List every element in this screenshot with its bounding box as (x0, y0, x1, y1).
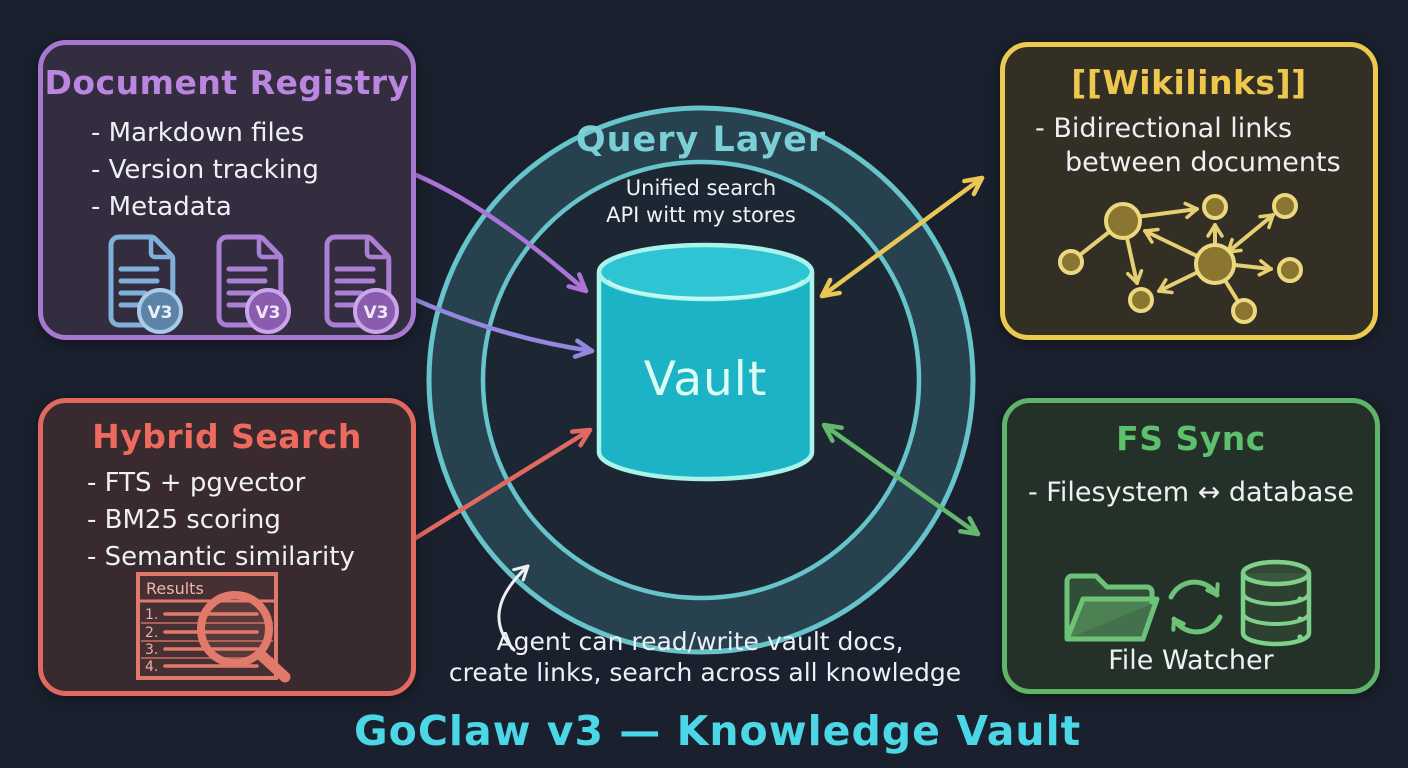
list-item-semantic-similarity: - Semantic similarity (87, 542, 355, 572)
folder-icon (1064, 573, 1160, 642)
svg-text:1.: 1. (145, 607, 158, 623)
search-results-icon: Results 1. 2. 3. 4. (136, 572, 291, 683)
hybrid-search-title: Hybrid Search (92, 417, 362, 456)
list-item-metadata: - Metadata (91, 192, 232, 222)
wikilinks-line2: between documents (1065, 147, 1341, 178)
graph-nodes (1058, 193, 1303, 324)
svg-text:2.: 2. (145, 625, 158, 641)
wikilinks-line1: - Bidirectional links (1035, 113, 1293, 144)
results-header-label: Results (146, 579, 204, 598)
list-item-markdown-files: - Markdown files (91, 118, 305, 148)
fs-sync-icons (1064, 559, 1312, 647)
document-icons-row: V3 V3 V3 (99, 229, 401, 335)
list-item-fts-pgvector: - FTS + pgvector (87, 468, 306, 498)
fs-sync-panel: FS Sync - Filesystem ↔ database (1002, 398, 1380, 694)
database-icon (1240, 559, 1312, 647)
version-badge: V3 (256, 303, 281, 323)
svg-text:4.: 4. (145, 659, 158, 675)
results-row-numbers: 1. 2. 3. 4. (145, 607, 158, 675)
document-registry-title: Document Registry (44, 63, 410, 102)
page-title: GoClaw v3 — Knowledge Vault (354, 707, 1082, 755)
agent-caption-line1: Agent can read/write vault docs, (496, 627, 904, 656)
fs-sync-title: FS Sync (1116, 419, 1266, 458)
sync-icon (1168, 579, 1223, 635)
wikilinks-panel: [[Wikilinks]] - Bidirectional links betw… (1000, 42, 1378, 340)
document-icon: V3 (324, 234, 399, 334)
hybrid-search-list: - FTS + pgvector - BM25 scoring - Semant… (87, 465, 355, 576)
magnifier-icon (197, 591, 291, 683)
wikilinks-title: [[Wikilinks]] (1071, 63, 1307, 102)
agent-caption-line2: create links, search across all knowledg… (448, 658, 962, 687)
file-watcher-label: File Watcher (1108, 645, 1274, 676)
svg-text:3.: 3. (145, 642, 158, 658)
hybrid-search-panel: Hybrid Search - FTS + pgvector - BM25 sc… (38, 398, 416, 696)
version-badge: V3 (364, 303, 389, 323)
document-icon: V3 (108, 234, 183, 334)
query-layer-subtitle-1: Unified search (625, 176, 777, 200)
list-item-version-tracking: - Version tracking (91, 155, 319, 185)
document-registry-list: - Markdown files - Version tracking - Me… (91, 115, 319, 226)
link-graph-icon (1058, 193, 1303, 324)
arrow-fssync-vault-bidirectional (821, 422, 981, 537)
document-registry-panel: Document Registry - Markdown files - Ver… (38, 40, 416, 340)
query-layer-label: Query Layer (575, 120, 827, 160)
query-layer-subtitle-2: API witt my stores (606, 203, 796, 227)
document-icon: V3 (216, 234, 291, 334)
fs-sync-item: - Filesystem ↔ database (1027, 477, 1355, 508)
vault-label: Vault (643, 352, 768, 407)
list-item-bm25-scoring: - BM25 scoring (87, 505, 281, 535)
arrow-hybrid-search-to-vault (403, 427, 593, 547)
version-badge: V3 (148, 303, 173, 323)
